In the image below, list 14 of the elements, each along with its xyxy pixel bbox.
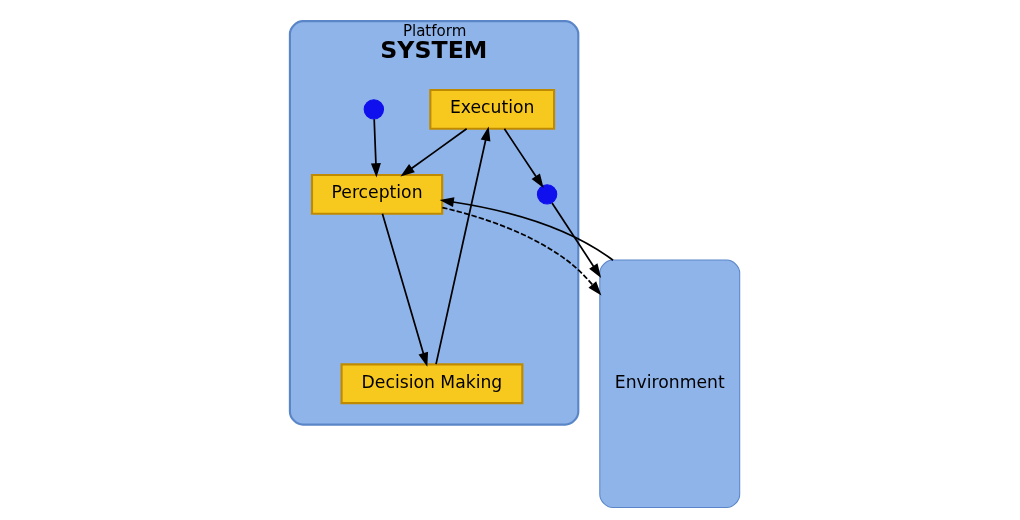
arrow bbox=[503, 127, 544, 189]
node-circle bbox=[363, 99, 384, 120]
arrow bbox=[439, 197, 614, 262]
node-box: Environment bbox=[598, 259, 740, 509]
arrow bbox=[370, 118, 381, 178]
node-box: Execution bbox=[428, 88, 555, 130]
node-box: Perception bbox=[310, 173, 443, 215]
arrow bbox=[550, 202, 601, 278]
arrow bbox=[441, 206, 601, 296]
node-box: Decision Making bbox=[340, 363, 523, 405]
node-circle bbox=[536, 184, 557, 205]
arrow bbox=[434, 126, 490, 366]
arrow bbox=[381, 212, 428, 367]
arrow bbox=[399, 127, 467, 177]
